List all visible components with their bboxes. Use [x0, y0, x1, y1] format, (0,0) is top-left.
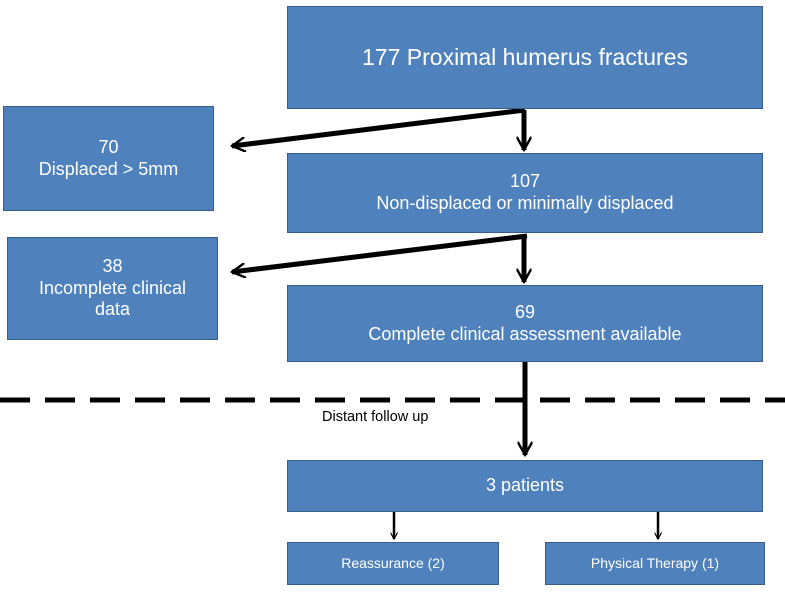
box-total-fractures: 177 Proximal humerus fractures — [287, 6, 763, 109]
incomplete-desc-line1: Incomplete clinical — [38, 277, 187, 298]
box-patients: 3 patients — [287, 460, 763, 512]
box-physical-therapy: Physical Therapy (1) — [545, 542, 765, 585]
box-complete-assessment: 69 Complete clinical assessment availabl… — [287, 285, 763, 362]
displaced-desc: Displaced > 5mm — [38, 158, 179, 179]
follow-up-label: Distant follow up — [322, 409, 429, 425]
arrow-non-displaced-to-incomplete — [232, 233, 528, 272]
incomplete-count: 38 — [102, 255, 123, 276]
box-reassurance: Reassurance (2) — [287, 542, 499, 585]
reassurance-text: Reassurance (2) — [341, 554, 445, 571]
incomplete-desc-line2: data — [94, 299, 131, 320]
box-displaced: 70 Displaced > 5mm — [3, 106, 214, 211]
non-displaced-count: 107 — [509, 171, 541, 192]
non-displaced-desc: Non-displaced or minimally displaced — [376, 193, 674, 213]
displaced-count: 70 — [98, 136, 119, 157]
complete-desc: Complete clinical assessment available — [368, 323, 682, 344]
box-incomplete-data: 38 Incomplete clinical data — [7, 237, 218, 340]
total-fractures-text: 177 Proximal humerus fractures — [362, 44, 688, 71]
box-non-displaced: 107 Non-displaced or minimally displaced — [287, 153, 763, 233]
arrow-total-to-displaced — [232, 107, 526, 146]
complete-count: 69 — [514, 301, 536, 322]
physical-therapy-text: Physical Therapy (1) — [590, 554, 720, 571]
patients-text: 3 patients — [485, 475, 565, 496]
